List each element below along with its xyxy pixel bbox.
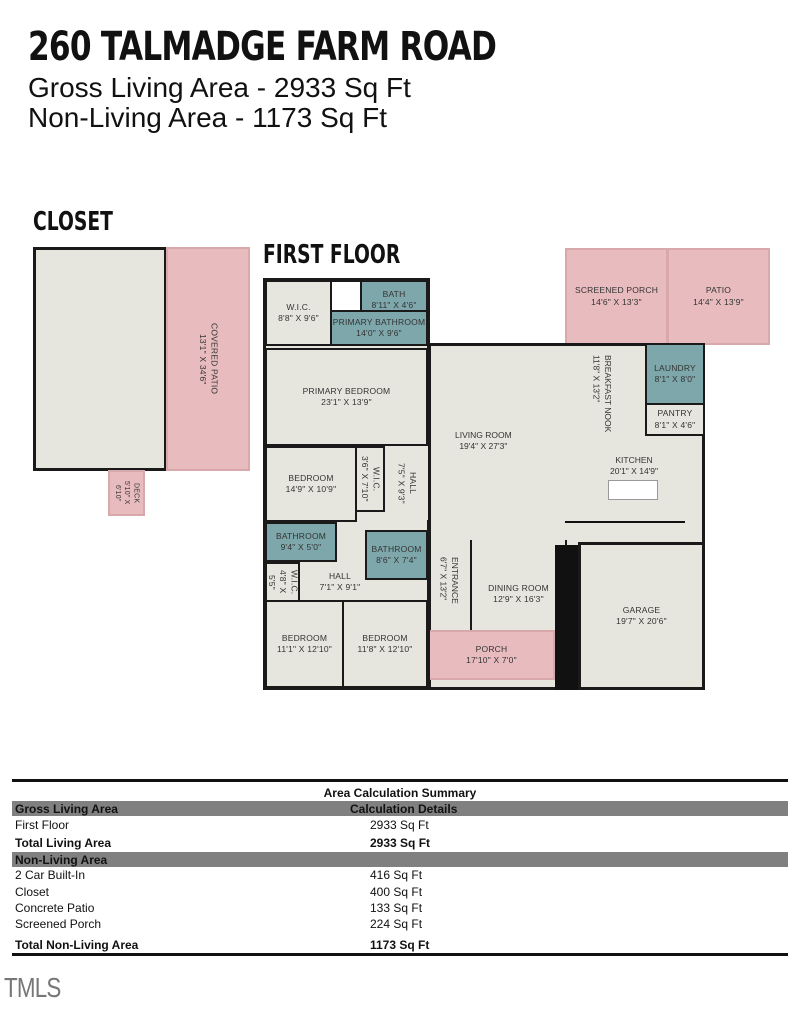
table-bottom-rule [12,953,788,956]
kitchen-island [608,480,658,500]
gross-living-area: Gross Living Area - 2933 Sq Ft [28,72,411,103]
bathtub [330,280,362,312]
wic-small: W.I.C.3'6" X 7'10" [355,446,385,512]
closet-room [33,247,167,471]
non-living-header-bar [12,852,788,867]
closet-label: CLOSET [33,207,113,237]
garage-wall [555,545,580,690]
non-living-header-row: Non-Living Area [15,853,108,867]
summary-title: Area Calculation Summary [323,786,477,800]
page-title: 260 TALMADGE FARM ROAD [28,24,497,70]
non-living-area: Non-Living Area - 1173 Sq Ft [28,102,388,133]
tmls-logo: TMLS [4,972,61,1003]
table-top-rule [12,779,788,782]
kitchen-counter [565,521,685,523]
gross-header-bar [12,801,788,816]
wic-left: W.I.C.4'8" X 5'5" [265,562,300,602]
first-floor-label: FIRST FLOOR [263,240,401,270]
wic-primary: W.I.C.8'8" X 9'6" [265,280,332,346]
